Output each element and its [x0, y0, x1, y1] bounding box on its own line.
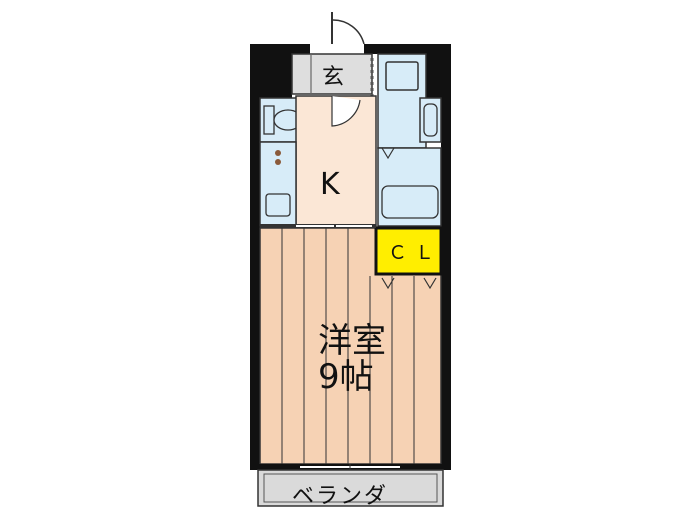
- hall-door-swing-2: [331, 96, 361, 127]
- closet-label: ＣＬ: [388, 242, 443, 264]
- closet: [374, 226, 443, 276]
- exterior-wall-top-right: [364, 44, 451, 54]
- corner-block-tl: [250, 44, 292, 98]
- genkan-area: [291, 53, 373, 95]
- veranda-inner: [263, 473, 438, 503]
- toilet-tank: [263, 105, 275, 135]
- exterior-wall-left: [250, 44, 260, 470]
- veranda-label: ベランダ: [292, 484, 389, 509]
- washing-machine: [385, 61, 419, 91]
- closet-door-mark-2: [423, 277, 437, 290]
- floor-boards: [281, 228, 415, 464]
- kitchen-label: K: [320, 167, 340, 202]
- closet-door-mark-1: [381, 277, 395, 290]
- exterior-wall-right: [441, 44, 451, 470]
- corner-block-tr: [426, 44, 451, 98]
- bath-door-mark: [381, 147, 395, 160]
- kitchen-sink: [265, 193, 291, 217]
- bathtub: [381, 185, 439, 219]
- main-room-size: 9帖: [318, 357, 374, 397]
- main-room-label: 洋室 9帖: [318, 323, 386, 395]
- stove-burner-1: [275, 150, 281, 156]
- main-room-name: 洋室: [318, 321, 386, 361]
- washbasin: [423, 103, 438, 137]
- entrance-door-swing: [331, 19, 365, 45]
- genkan-label: 玄: [322, 65, 345, 90]
- stove-burner-2: [275, 159, 281, 165]
